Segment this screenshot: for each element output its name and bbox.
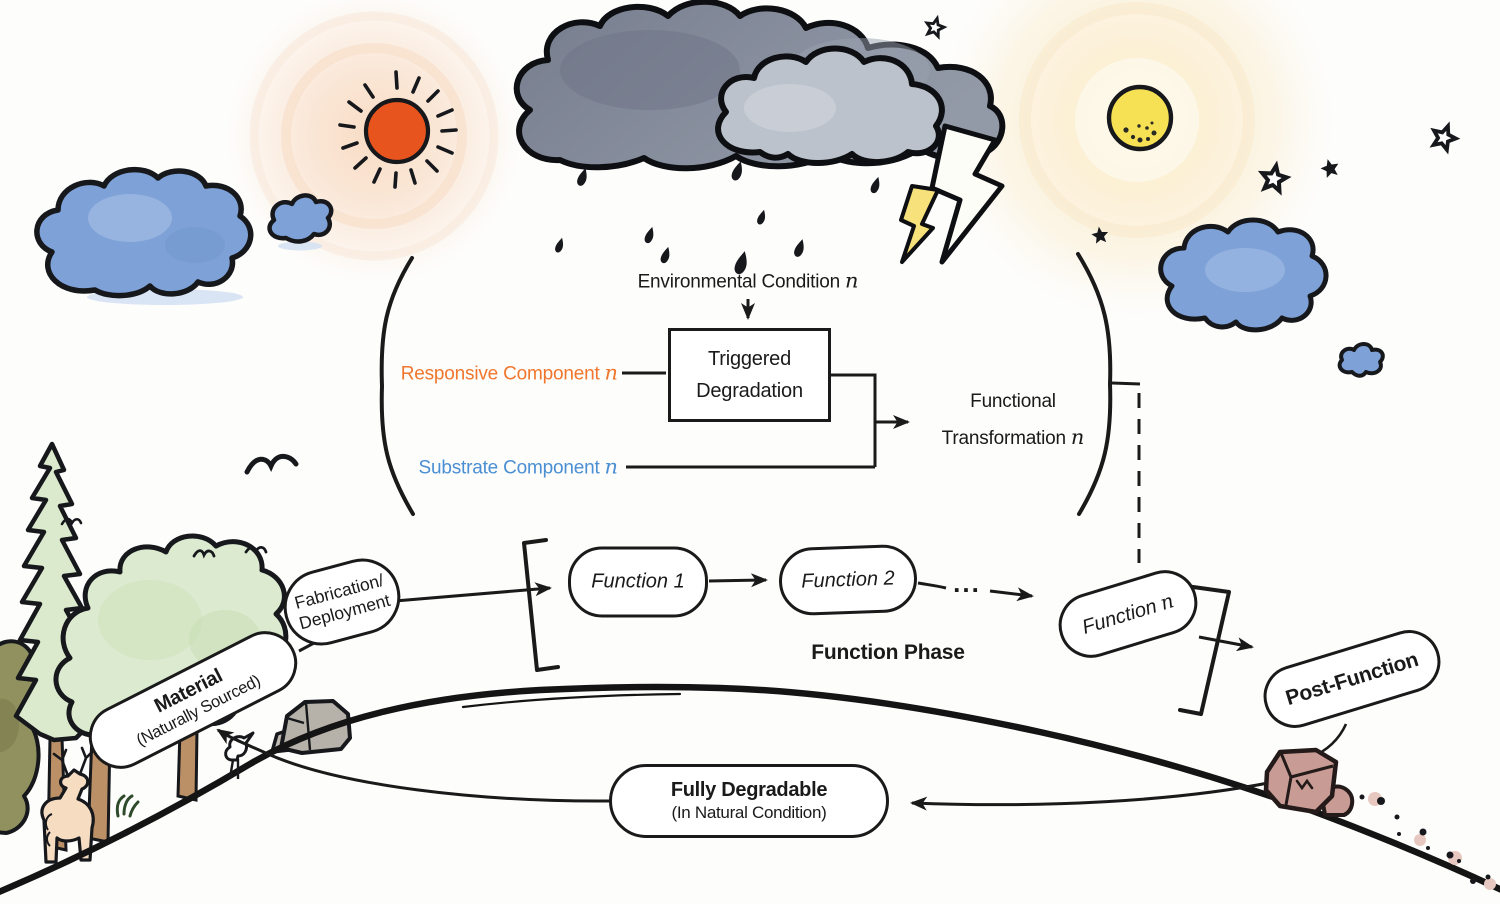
arrow-fully-degradable-to-material <box>216 728 612 803</box>
function-2-node: Function 2 <box>777 543 919 617</box>
left-clouds <box>34 166 334 305</box>
open-bracket <box>522 538 560 672</box>
rock-crumbs <box>1359 794 1491 884</box>
dashed-connector <box>1111 381 1141 563</box>
triggered-degradation-box: Triggered Degradation <box>668 328 831 422</box>
sun-icon <box>338 70 458 189</box>
lightning-icon <box>899 123 1005 265</box>
deer-icon <box>40 746 95 864</box>
module-flow-lines <box>622 299 910 469</box>
grass-tuft-icon <box>115 794 140 818</box>
degrading-rock-icon <box>1263 747 1496 890</box>
rain-drops <box>554 159 882 276</box>
arrow-functionN-to-postfunction <box>1198 635 1254 652</box>
arrow-fabrication-to-function1 <box>394 582 552 603</box>
arrow-function1-to-function2 <box>708 573 768 588</box>
function-phase-label: Function Phase <box>811 640 965 664</box>
bird-icon <box>192 549 216 559</box>
moon-icon <box>1106 84 1174 152</box>
ellipsis: ... <box>953 568 981 599</box>
arrow-dots-to-functionN <box>989 587 1034 602</box>
bird-icon <box>244 453 299 475</box>
storm-cloud-icon <box>513 0 1006 172</box>
var-n: n <box>844 268 859 293</box>
function-phase-brackets <box>522 538 1231 716</box>
var-n: n <box>604 360 618 385</box>
function-1-node: Function 1 <box>568 546 708 618</box>
bird-icon <box>244 545 268 555</box>
fully-degradable-node: Fully Degradable (In Natural Condition) <box>609 764 889 838</box>
line-function2-to-dots <box>917 581 947 590</box>
bird-icon <box>60 517 83 526</box>
right-paren <box>1076 252 1113 516</box>
right-clouds <box>1158 217 1385 378</box>
module-parentheses <box>379 252 1113 516</box>
var-n: n <box>1157 588 1177 615</box>
left-paren <box>379 256 415 516</box>
close-bracket <box>1178 584 1231 716</box>
output-bus <box>831 373 877 467</box>
arrow-rock-to-fully-degradable <box>910 778 1284 811</box>
var-n: n <box>604 454 618 479</box>
var-n: n <box>1070 425 1085 450</box>
small-cloud-icon <box>1337 342 1385 378</box>
small-cloud-icon <box>267 193 334 244</box>
birds <box>60 453 299 559</box>
